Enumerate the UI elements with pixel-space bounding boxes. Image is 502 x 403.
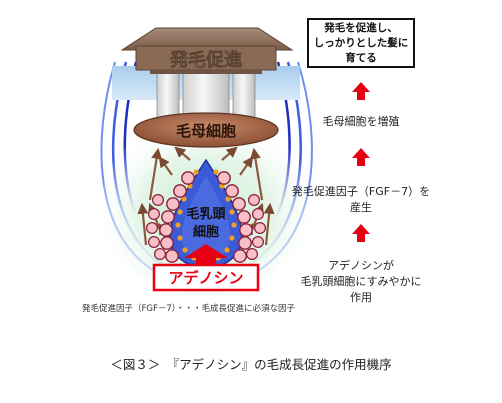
papilla-cell — [238, 236, 252, 250]
papilla-cell — [146, 222, 159, 235]
step-adenosine-line-1: アデノシンが — [328, 259, 394, 272]
papilla-cell — [148, 236, 161, 249]
fgf7-dot — [225, 196, 231, 202]
growth-arrow — [239, 156, 254, 176]
papilla-cell — [181, 171, 195, 185]
result-line-3: 育てる — [345, 51, 377, 64]
papilla-cell-chain — [146, 171, 267, 263]
red-up-arrow-2 — [352, 148, 370, 166]
step-fgf-line-1: 発毛促進因子（FGF－7）を — [291, 185, 431, 198]
fgf7-dot — [182, 247, 188, 253]
fgf7-dot — [224, 247, 230, 253]
fgf7-dot — [181, 196, 187, 202]
papilla-label-line-1: 毛乳頭 — [186, 206, 226, 222]
papilla-cell — [248, 194, 261, 207]
papilla-cell — [166, 197, 180, 211]
adenosine-label-box — [152, 263, 260, 292]
hair-matrix-bulb — [133, 112, 279, 148]
papilla-cell — [217, 171, 231, 185]
red-up-arrow-1 — [352, 82, 370, 100]
papilla-cell — [154, 248, 167, 261]
growth-arrow — [249, 147, 264, 201]
fgf7-dot — [193, 169, 199, 175]
step-fgf: 発毛促進因子（FGF－7）を 産生 — [281, 184, 441, 216]
papilla-cell — [173, 184, 187, 198]
papilla-cell — [252, 236, 265, 249]
growth-arrow — [158, 156, 173, 176]
growth-arrow — [221, 146, 238, 161]
papilla-cell — [254, 222, 267, 235]
figure-caption: ＜図３＞ 『アデノシン』の毛成長促進の作用機序 — [110, 357, 392, 372]
papilla-cell — [237, 210, 251, 224]
growth-arrow — [263, 202, 275, 246]
papilla-cell — [246, 248, 259, 261]
growth-arrow — [148, 147, 163, 201]
growth-arrow — [137, 202, 149, 246]
papilla-cell — [161, 210, 175, 224]
papilla-cell — [148, 208, 161, 221]
fgf7-dot — [231, 222, 237, 228]
fgf7-dot — [229, 209, 235, 215]
bulb-label: 毛母細胞 — [176, 122, 236, 140]
result-line-2: しっかりとした髪に — [313, 36, 409, 49]
red-up-arrow-3 — [352, 224, 370, 242]
step-arrows — [352, 82, 370, 242]
step-adenosine-line-2: 毛乳頭細胞にすみやかに — [300, 275, 422, 288]
fgf-note: 発毛促進因子（FGF－7）・・・毛成長促進に必須な因子 — [82, 304, 296, 314]
papilla-cell — [152, 194, 165, 207]
papilla-cell — [165, 249, 179, 263]
papilla-label-line-2: 細胞 — [193, 224, 219, 240]
roof-label: 発毛促進 — [169, 49, 242, 71]
fgf7-dot — [177, 235, 183, 241]
step-adenosine: アデノシンが 毛乳頭細胞にすみやかに 作用 — [296, 258, 426, 306]
papilla-cell — [159, 223, 173, 237]
result-line-1: 発毛を促進し、 — [324, 21, 398, 34]
papilla-cell — [232, 197, 246, 211]
fgf7-dot — [175, 222, 181, 228]
papilla-cell — [239, 223, 253, 237]
fgf7-dot — [229, 235, 235, 241]
papilla-cell — [233, 249, 247, 263]
fgf7-dot — [213, 169, 219, 175]
roof-shape — [120, 27, 294, 74]
adenosine-up-arrow — [184, 244, 228, 266]
papilla-cell — [252, 208, 265, 221]
step-adenosine-line-3: 作用 — [350, 291, 372, 304]
papilla-cell — [160, 236, 174, 250]
step-proliferate: 毛母細胞を増殖 — [322, 115, 400, 128]
step-fgf-line-2: 産生 — [350, 201, 372, 214]
papilla-cell — [225, 184, 239, 198]
result-box: 発毛を促進し、 しっかりとした髪に 育てる — [307, 18, 415, 68]
fgf7-dot — [177, 209, 183, 215]
growth-arrow — [174, 146, 191, 161]
adenosine-label: アデノシン — [168, 269, 243, 287]
